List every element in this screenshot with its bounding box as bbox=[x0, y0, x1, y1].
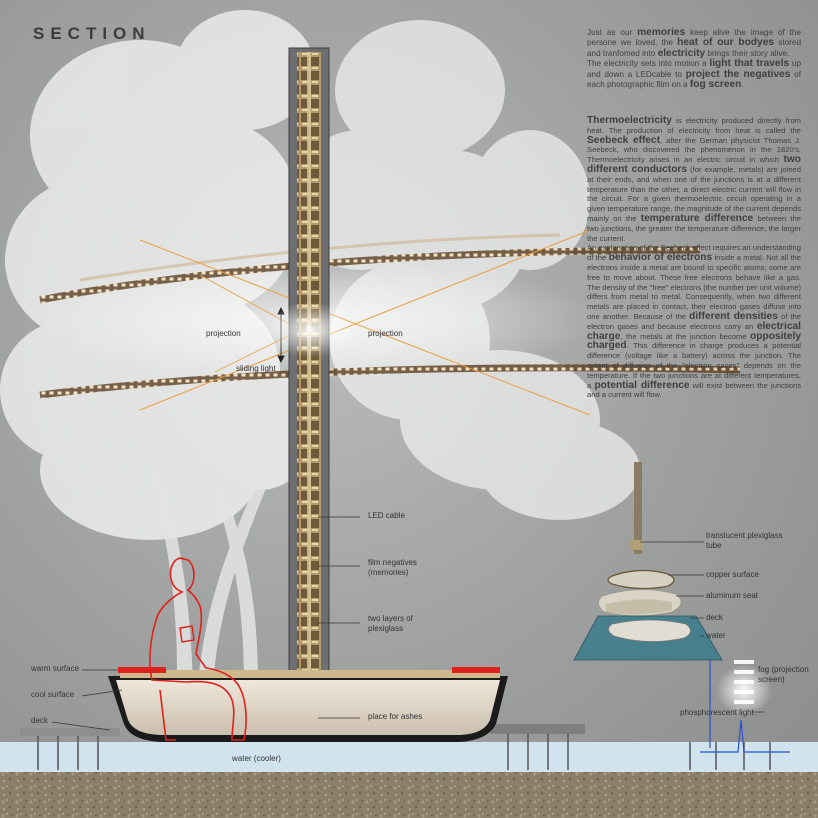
intro-bold-light: light that travels bbox=[709, 58, 790, 70]
bench-bowl bbox=[108, 670, 508, 742]
body-text-8: , the metals at the junction become bbox=[620, 331, 751, 341]
signal-graph bbox=[700, 660, 790, 753]
body-bold-electrons: behavior of electrons bbox=[608, 252, 713, 264]
led-column bbox=[288, 47, 330, 740]
label-deck-right: deck bbox=[706, 613, 723, 622]
intro-text-7: of each photographic film on a bbox=[587, 69, 801, 90]
intro-bold-project: project the negatives bbox=[685, 68, 791, 80]
label-cool-surface: cool surface bbox=[31, 690, 75, 699]
exploded-tube bbox=[630, 462, 644, 554]
label-fog-screen: fog (projection screen) bbox=[758, 665, 809, 684]
label-phosphorescent-light: phosphorescent light bbox=[680, 708, 754, 717]
body-text-10: will exist between the junctions and a c… bbox=[587, 380, 802, 400]
body-text-1: is electricity produced directly from he… bbox=[587, 116, 801, 135]
intro-paragraph: Just as our memories keep alive the imag… bbox=[587, 27, 801, 91]
intro-bold-heat: heat of our bodyes bbox=[677, 37, 775, 49]
intro-bold-memories: memories bbox=[637, 27, 686, 38]
body-bold-temperature: temperature difference bbox=[640, 212, 754, 224]
exploded-copper bbox=[607, 569, 675, 590]
body-text-4: between the two junctions, the greater t… bbox=[587, 213, 801, 243]
light-glow bbox=[265, 302, 355, 358]
body-text-3: (for example, metals) are joined at thei… bbox=[587, 164, 801, 223]
body-text-5: An explanation of the Seebeck effect req… bbox=[587, 243, 801, 263]
intro-text-3: stored and tranfomed into bbox=[587, 38, 801, 58]
body-text-9: . This difference in charge produces a p… bbox=[587, 341, 801, 390]
body-text-7: of the electron gases and because electr… bbox=[587, 311, 801, 331]
exploded-deck-water bbox=[573, 615, 723, 661]
deck-left bbox=[20, 728, 120, 736]
body-text-6: inside a metal. Not all the electrons in… bbox=[587, 253, 801, 321]
person-hand bbox=[179, 625, 195, 643]
body-bold-conductors: two different conductors bbox=[587, 154, 801, 175]
person-outline bbox=[149, 557, 247, 741]
body-paragraph: Thermoelectricity is electricity produce… bbox=[587, 115, 802, 400]
exploded-seat bbox=[598, 588, 682, 617]
intro-text-4: brings their story alive. bbox=[705, 48, 790, 58]
body-bold-opposite: oppositely charged bbox=[587, 330, 801, 352]
body-bold-seebeck: Seebeck effect bbox=[587, 134, 661, 146]
piles bbox=[37, 734, 771, 770]
body-bold-densities: different densities bbox=[689, 310, 778, 322]
label-two-layers: two layers of plexiglass bbox=[368, 614, 413, 633]
label-led-cable: LED cable bbox=[368, 511, 405, 520]
intro-bold-fog: fog screen bbox=[689, 79, 742, 91]
page-title: SECTION bbox=[33, 24, 151, 43]
label-projection-left: projection bbox=[206, 329, 241, 338]
intro-text-5: The electricity sets into motion a bbox=[587, 59, 710, 69]
label-deck: deck bbox=[31, 716, 48, 725]
body-bold-potential: potential difference bbox=[594, 379, 690, 391]
body-bold-thermoelectricity: Thermoelectricity bbox=[587, 115, 672, 126]
intro-text-6: up and down a LEDcable to bbox=[587, 59, 801, 79]
label-place-for-ashes: place for ashes bbox=[368, 712, 423, 721]
label-copper-surface: copper surface bbox=[706, 570, 759, 579]
body-bold-charge: electrical charge bbox=[587, 320, 801, 342]
label-sliding-light: sliding light bbox=[236, 364, 276, 373]
body-text-2: , after the German physicist Thomas J. S… bbox=[587, 135, 801, 165]
label-translucent-tube: translucent plexiglass tube bbox=[706, 531, 783, 550]
label-film-negatives: film negatives (memories) bbox=[368, 558, 417, 577]
label-warm-surface: warm surface bbox=[31, 664, 80, 673]
warm-surface-red bbox=[118, 667, 500, 673]
intro-text-2: keep alive the image of the persone we l… bbox=[587, 28, 801, 48]
intro-text-1: Just as our bbox=[587, 28, 638, 37]
deck-right bbox=[490, 724, 585, 734]
intro-text-8: . bbox=[741, 80, 744, 90]
label-water-cooler: water (cooler) bbox=[232, 754, 281, 763]
water-strip bbox=[0, 742, 818, 772]
leader-lines bbox=[51, 516, 764, 731]
label-water-right: water bbox=[706, 631, 726, 640]
intro-bold-electricity: electricity bbox=[657, 47, 706, 59]
gravel-ground bbox=[0, 772, 818, 818]
label-aluminum-seat: aluminum seat bbox=[706, 591, 759, 600]
label-projection-right: projection bbox=[368, 329, 403, 338]
fog-screen-element bbox=[716, 660, 772, 716]
tree-trunks bbox=[150, 468, 272, 720]
